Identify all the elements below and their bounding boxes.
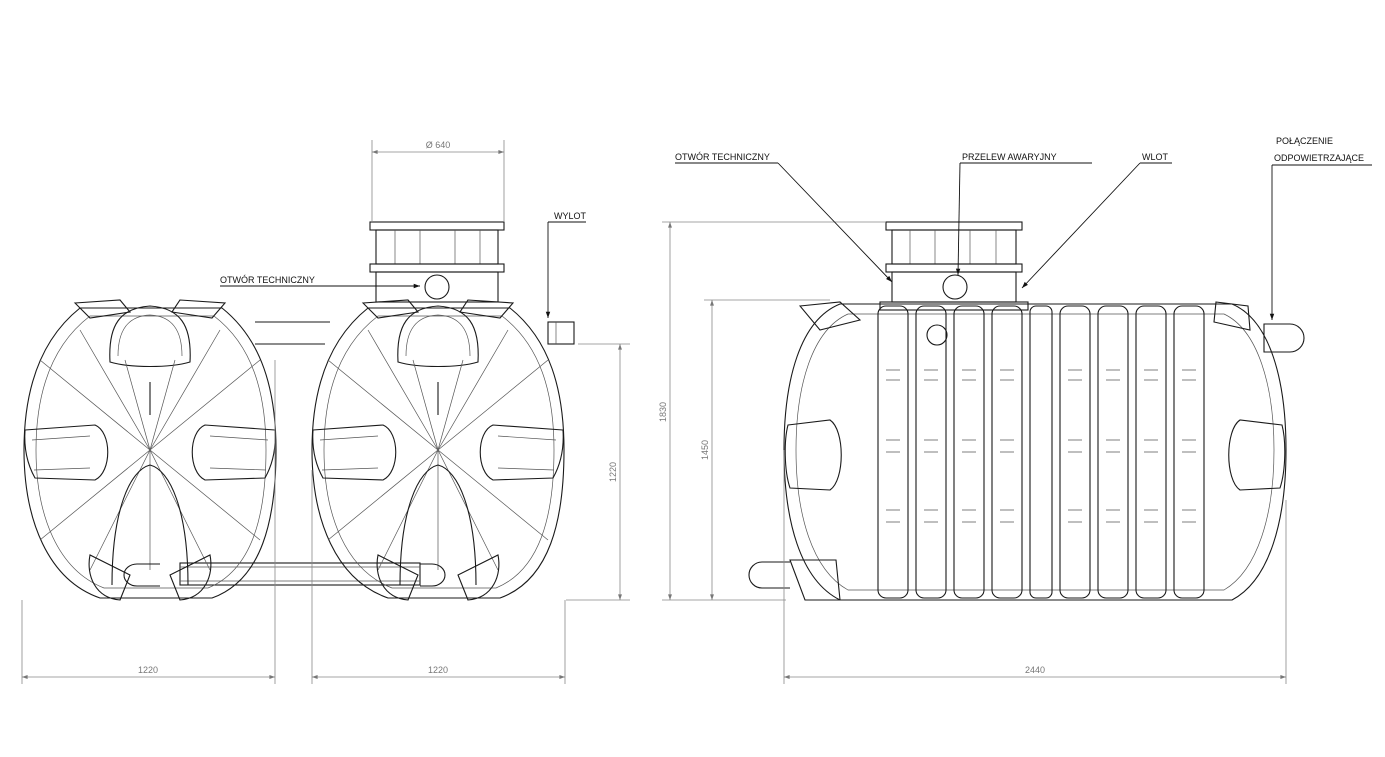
dimension-width-1220-b: 1220 (311, 470, 566, 684)
dimension-height-1220: 1220 (566, 343, 630, 601)
label-wylot: WYLOT (554, 211, 587, 221)
callout-otwor-right: OTWÓR TECHNICZNY (675, 152, 893, 283)
label-wlot: WLOT (1142, 152, 1169, 162)
callout-wlot: WLOT (1021, 152, 1172, 289)
dimension-height-1450: 1450 (700, 299, 830, 601)
callout-polaczenie: POŁĄCZENIE ODPOWIETRZAJĄCE (1269, 136, 1372, 320)
callout-przelew: PRZELEW AWARYJNY (955, 152, 1092, 276)
label-polaczenie-line2: ODPOWIETRZAJĄCE (1274, 153, 1364, 163)
dimension-text-w2440: 2440 (1025, 665, 1045, 675)
inlet-fitting (926, 324, 948, 346)
callout-wylot: WYLOT (545, 211, 587, 318)
upper-connecting-pipe (255, 321, 330, 345)
vent-fitting (1263, 323, 1305, 353)
label-otwor-technical-left: OTWÓR TECHNICZNY (220, 275, 315, 285)
dimension-width-2440: 2440 (783, 450, 1287, 684)
side-view: 1830 1450 2440 OTWÓR TECHNICZNY PRZELEW … (658, 136, 1372, 684)
label-polaczenie-line1: POŁĄCZENIE (1276, 136, 1333, 146)
label-przelew-awaryjny: PRZELEW AWARYJNY (962, 152, 1057, 162)
tank-end-view-b (311, 299, 565, 601)
lower-connecting-pipe (179, 562, 421, 586)
dimension-text-w1220-a: 1220 (138, 665, 158, 675)
corrugation-ribs (877, 305, 1205, 599)
tank-side-body (783, 301, 1287, 601)
front-view: Ø 640 1220 1220 1220 WYLOT (21, 140, 630, 684)
dimension-text-d640: Ø 640 (426, 140, 451, 150)
dimension-height-1830: 1830 (658, 221, 886, 601)
bottom-pipe-stub (748, 561, 790, 589)
dimension-text-h1450: 1450 (700, 440, 710, 460)
dimension-text-h1830: 1830 (658, 402, 668, 422)
outlet-pipe (547, 321, 575, 345)
dimension-width-1220-a: 1220 (21, 360, 276, 684)
dimension-text-h1220: 1220 (608, 462, 618, 482)
dimension-text-w1220-b: 1220 (428, 665, 448, 675)
label-otwor-technical-right: OTWÓR TECHNICZNY (675, 152, 770, 162)
tank-end-view-a (23, 299, 277, 601)
manhole-riser-front (369, 221, 505, 303)
callout-otwor-left: OTWÓR TECHNICZNY (220, 275, 420, 289)
dimension-diameter-640: Ø 640 (371, 140, 505, 222)
manhole-riser-side (879, 221, 1029, 311)
